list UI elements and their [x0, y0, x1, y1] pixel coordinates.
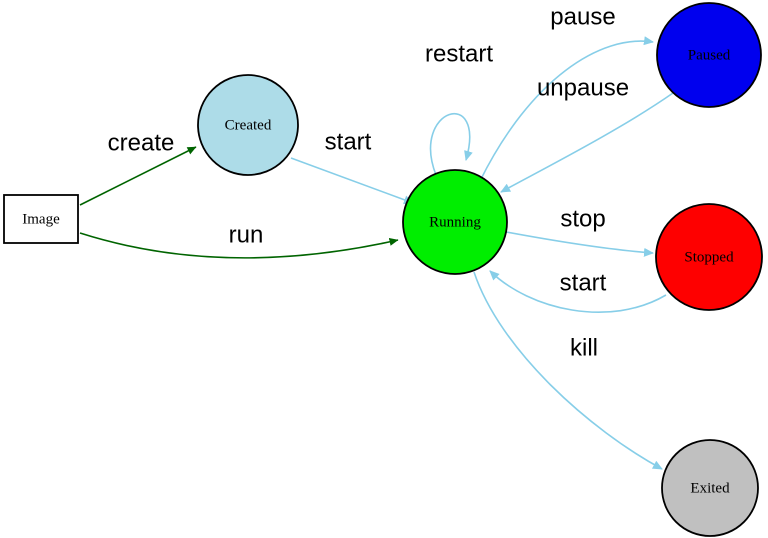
edge-label-unpause: unpause [537, 74, 629, 101]
node-shape-paused[interactable] [656, 2, 762, 108]
node-shape-stopped[interactable] [655, 203, 763, 311]
edge-kill[interactable] [473, 271, 663, 470]
edge-label-kill: kill [570, 334, 598, 361]
edge-label-pause: pause [550, 3, 615, 30]
edge-label-stop: stop [560, 205, 605, 232]
edge-start-created[interactable] [290, 157, 414, 205]
node-running[interactable]: Running [402, 169, 508, 275]
edge-restart[interactable] [429, 112, 473, 176]
node-stopped[interactable]: Stopped [655, 203, 763, 311]
node-paused[interactable]: Paused [656, 2, 762, 108]
edges-layer [79, 36, 674, 470]
edge-pause[interactable] [479, 36, 654, 182]
edge-label-run: run [229, 221, 264, 248]
edge-stop[interactable] [505, 231, 654, 257]
edge-label-restart: restart [425, 40, 493, 67]
edge-start-stopped[interactable] [489, 270, 667, 313]
node-shape-created[interactable] [197, 74, 299, 176]
edge-label-start-created: start [325, 128, 372, 155]
node-shape-image[interactable] [3, 194, 79, 244]
edge-create[interactable] [79, 146, 197, 206]
edge-unpause[interactable] [500, 92, 674, 193]
node-exited[interactable]: Exited [661, 439, 759, 537]
edge-labels-layer: create run start restart pause unpause stop sta… [108, 3, 629, 361]
edge-run[interactable] [79, 232, 399, 259]
node-shape-running[interactable] [402, 169, 508, 275]
node-image[interactable]: Image [3, 194, 79, 244]
node-created[interactable]: Created [197, 74, 299, 176]
edge-label-create: create [108, 129, 175, 156]
node-shape-exited[interactable] [661, 439, 759, 537]
edge-label-start-stopped: start [560, 269, 607, 296]
